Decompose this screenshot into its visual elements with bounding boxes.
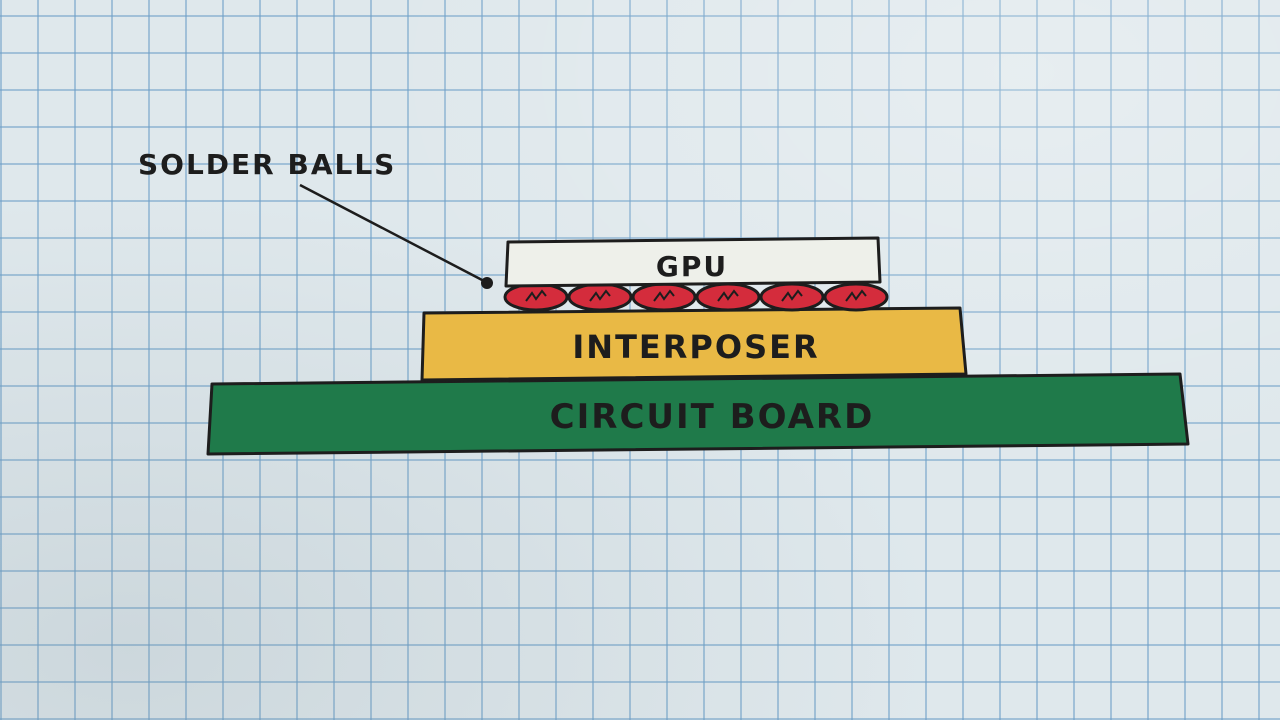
solder-ball [631, 282, 697, 312]
solder-ball-squiggle [653, 289, 675, 302]
solder-ball-shape [631, 282, 697, 312]
solder-ball-squiggle [717, 289, 739, 302]
solder-ball [503, 282, 569, 312]
solder-ball [823, 282, 889, 312]
solder-balls [503, 282, 889, 312]
callout-line [299, 183, 485, 283]
solder-ball-shape [695, 282, 761, 312]
solder-ball-shape [759, 282, 825, 312]
solder-ball-shape [823, 282, 889, 312]
solder-ball [695, 282, 761, 312]
callout-dot [481, 277, 493, 289]
solder-ball-shape [503, 282, 569, 312]
gpu: GPU [504, 236, 882, 288]
solder-ball [567, 282, 633, 312]
solder-balls-label: SOLDER BALLS [138, 148, 396, 181]
gpu-shape [504, 236, 882, 288]
solder-ball-squiggle [525, 289, 547, 302]
circuit-board-label: CIRCUIT BOARD [550, 397, 875, 437]
interposer: INTERPOSER [420, 306, 968, 382]
interposer-label: INTERPOSER [572, 328, 819, 366]
solder-ball-squiggle [589, 289, 611, 302]
circuit-board: CIRCUIT BOARD [206, 372, 1190, 456]
solder-balls-callout: SOLDER BALLS [138, 148, 493, 289]
circuit-board-shape [206, 372, 1190, 456]
gpu-label: GPU [656, 250, 728, 283]
solder-ball-squiggle [781, 289, 803, 302]
solder-ball [759, 282, 825, 312]
solder-ball-shape [567, 282, 633, 312]
solder-ball-squiggle [845, 289, 867, 302]
